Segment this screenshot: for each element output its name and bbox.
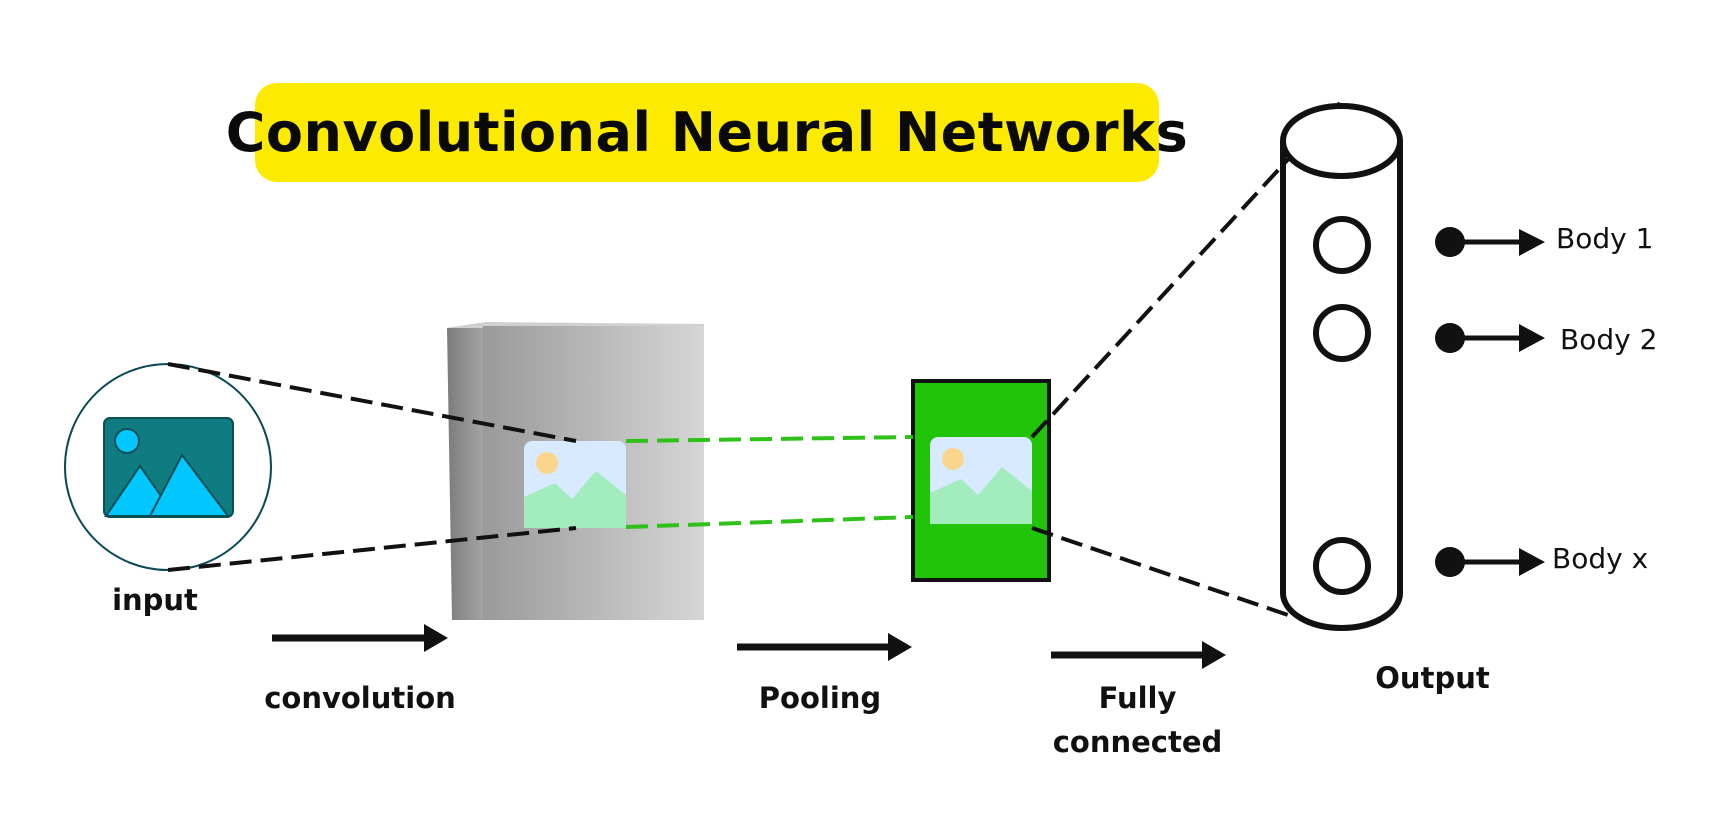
input-to-conv-connectors xyxy=(167,362,577,572)
pooling-arrow xyxy=(737,633,912,661)
output-neuron-2 xyxy=(1313,304,1371,362)
conv-image-icon xyxy=(524,441,626,528)
fully-connected-label-line1: Fully xyxy=(1098,681,1177,715)
output-arrow-1 xyxy=(1435,227,1545,257)
output-arrow-x xyxy=(1435,547,1545,577)
fully-connected-label-line2: connected xyxy=(1052,725,1223,759)
output-neuron-1 xyxy=(1313,216,1371,274)
conv-to-pooling-connectors xyxy=(625,435,914,529)
input-image-icon xyxy=(103,417,234,518)
title-banner: Convolutional Neural Networks xyxy=(226,83,1188,182)
output-body-2-label: Body 2 xyxy=(1560,323,1658,356)
pooling-image-icon xyxy=(930,437,1032,524)
input-label: input xyxy=(112,583,198,617)
convolution-arrow xyxy=(272,624,448,652)
output-label: Output xyxy=(1375,661,1490,695)
page-title: Convolutional Neural Networks xyxy=(225,101,1189,164)
fully-connected-arrow xyxy=(1051,641,1226,669)
output-cylinder xyxy=(1280,103,1403,631)
output-body-1-label: Body 1 xyxy=(1556,222,1654,255)
convolution-label: convolution xyxy=(264,681,456,715)
input-node xyxy=(64,363,272,571)
output-body-x-label: Body x xyxy=(1552,542,1649,575)
pooling-label: Pooling xyxy=(758,681,882,715)
output-arrow-2 xyxy=(1435,323,1545,353)
output-neuron-x xyxy=(1313,537,1371,595)
